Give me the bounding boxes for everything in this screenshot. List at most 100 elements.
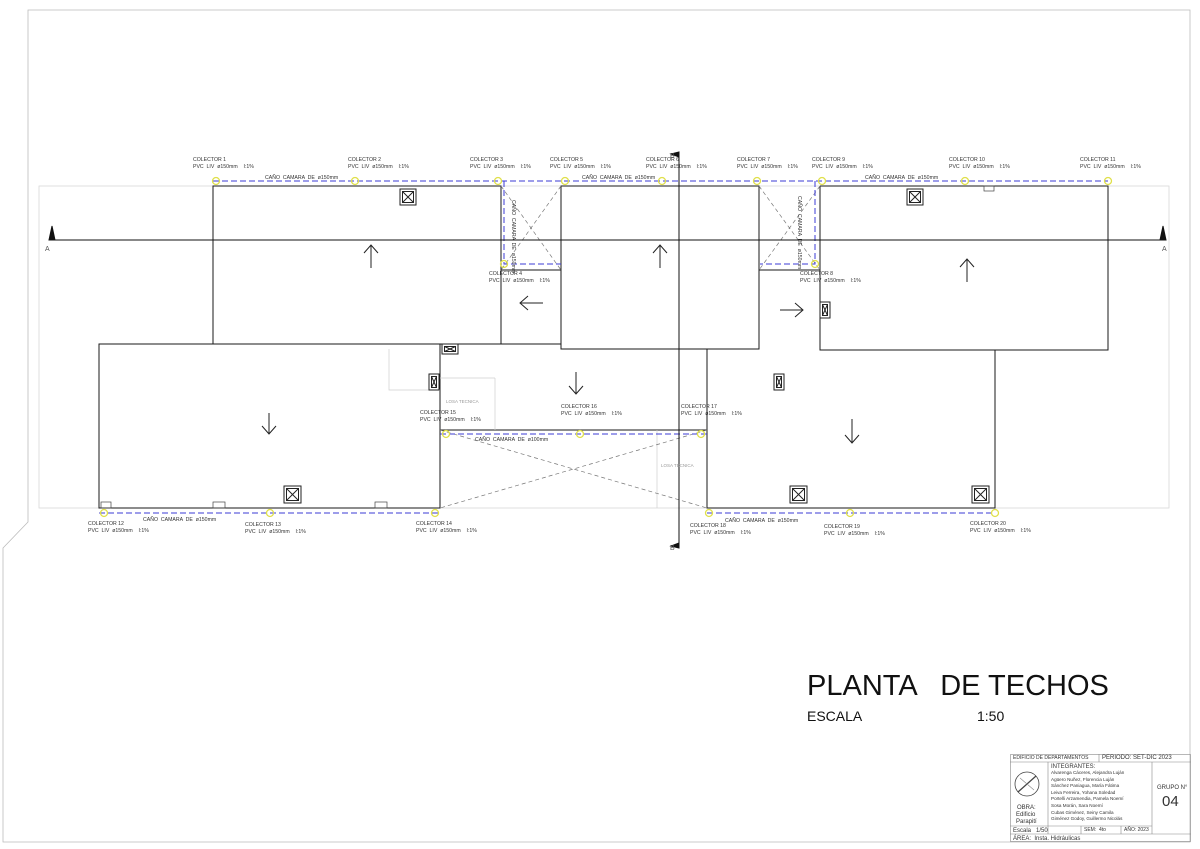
collector-label: COLECTOR 17 — [681, 404, 717, 410]
sheet-border — [2, 9, 1191, 843]
collector-point — [350, 176, 360, 186]
collector-point — [1103, 176, 1113, 186]
collector-spec: PVC LIV ø150mm I:1% — [88, 528, 149, 534]
gutter-pipes — [99, 180, 1108, 514]
collector-label: COLECTOR 5 — [550, 157, 583, 163]
drain-box-icon — [906, 188, 924, 206]
pipe-label: CAÑO CAMARA DE ø150mm — [143, 516, 216, 523]
collector-spec: PVC LIV ø150mm I:1% — [737, 164, 798, 170]
collector-spec: PVC LIV ø150mm I:1% — [824, 531, 885, 537]
collector-point — [265, 508, 275, 518]
collector-point — [845, 508, 855, 518]
collector-label: COLECTOR 8 — [800, 271, 833, 277]
losa-outlines — [388, 349, 658, 508]
member-name: Alvarenga Cáceres, Alejandra Luján — [1051, 770, 1125, 775]
collector-point — [441, 429, 451, 439]
pipe-label: CAÑO CAMARA DE ø150mm — [582, 174, 655, 181]
collector-spec: PVC LIV ø150mm I:1% — [245, 529, 306, 535]
collector-point — [493, 176, 503, 186]
collector-point — [211, 176, 221, 186]
semester: SEM: 4to — [1084, 827, 1106, 833]
escala: Escala 1/50 — [1013, 828, 1048, 834]
collector-point — [704, 508, 714, 518]
section-letter: A — [45, 246, 50, 253]
collector-point — [696, 429, 706, 439]
collector-label: COLECTOR 15 — [420, 410, 456, 416]
collector-label: COLECTOR 4 — [489, 271, 522, 277]
section-lines — [48, 151, 1167, 549]
collector-label: COLECTOR 16 — [561, 404, 597, 410]
collector-label: COLECTOR 13 — [245, 522, 281, 528]
logo-icon — [1014, 771, 1040, 797]
collector-spec: PVC LIV ø150mm I:1% — [193, 164, 254, 170]
collector-label: COLECTOR 10 — [949, 157, 985, 163]
obra-label: OBRA: — [1017, 805, 1036, 811]
section-letter: B — [670, 545, 675, 552]
collector-spec: PVC LIV ø150mm I:1% — [1080, 164, 1141, 170]
member-name: Giménez Godoy, Guillermo Nicolás — [1051, 816, 1123, 822]
member-name: Leiva Ferreira, Yohana Soledad — [1051, 789, 1116, 795]
group-label: GRUPO N° — [1157, 785, 1188, 791]
collector-label: COLECTOR 12 — [88, 521, 124, 527]
area: ÁREA: Insta. Hidráulicas — [1013, 836, 1081, 842]
drain-box-icon — [773, 373, 785, 391]
members-heading: INTEGRANTES: — [1051, 764, 1096, 770]
title-block-grid — [1010, 754, 1191, 842]
collector-label: COLECTOR 7 — [737, 157, 770, 163]
member-name: Sosa Morán, Sara Noemí — [1051, 803, 1103, 808]
collector-label: COLECTOR 19 — [824, 524, 860, 530]
collector-spec: PVC LIV ø150mm I:1% — [489, 278, 550, 284]
collector-point — [99, 508, 109, 518]
collector-spec: PVC LIV ø150mm I:1% — [646, 164, 707, 170]
scale-value: 1:50 — [977, 708, 1005, 724]
scale-label: ESCALA — [807, 708, 863, 724]
collector-spec: PVC LIV ø150mm I:1% — [812, 164, 873, 170]
collector-point — [430, 508, 440, 518]
group-number: 04 — [1162, 793, 1179, 810]
drain-box-icon — [819, 301, 831, 319]
collector-label: COLECTOR 11 — [1080, 157, 1116, 163]
drain-boxes — [283, 188, 990, 504]
collector-spec: PVC LIV ø150mm I:1% — [416, 528, 477, 534]
collector-point — [810, 259, 820, 269]
collector-label: COLECTOR 18 — [690, 523, 726, 529]
pipe-label: CAÑO CAMARA DE ø150mm — [796, 196, 803, 269]
collector-spec: PVC LIV ø150mm I:1% — [970, 528, 1031, 534]
collector-point — [575, 429, 585, 439]
collector-spec: PVC LIV ø150mm I:1% — [800, 278, 861, 284]
title-block: EDIFICIO DE DEPARTAMENTOS PERIODO: SET-D… — [1010, 754, 1191, 842]
collector-label: COLECTOR 3 — [470, 157, 503, 163]
member-name: Sánchez Paniagua, María Fátima — [1051, 783, 1120, 789]
drain-box-icon — [428, 373, 440, 391]
pipe-label: CAÑO CAMARA DE ø100mm — [475, 436, 548, 443]
drain-box-icon — [399, 188, 417, 206]
collector-label: COLECTOR 9 — [812, 157, 845, 163]
collector-spec: PVC LIV ø150mm I:1% — [550, 164, 611, 170]
period: PERIODO: SET-DIC 2023 — [1102, 755, 1172, 761]
slope-diagonals — [439, 185, 821, 509]
collector-points — [99, 176, 1113, 518]
collector-spec: PVC LIV ø150mm I:1% — [681, 411, 742, 417]
obra-line-1: Edificio — [1016, 812, 1036, 818]
member-name: Cubas Giménez, Seiny Camila — [1051, 809, 1114, 815]
drain-box-icon — [441, 343, 459, 355]
member-name: Portelli Arzamendia, Pamela Noemí — [1051, 796, 1124, 802]
collector-point — [752, 176, 762, 186]
year: AÑO: 2023 — [1124, 827, 1149, 833]
pipe-label: CAÑO CAMARA DE ø150mm — [510, 200, 517, 273]
losa-tecnica-label: LOSA TECNICA — [446, 399, 479, 404]
collector-label: COLECTOR 6 — [646, 157, 679, 163]
collector-label: COLECTOR 20 — [970, 521, 1006, 527]
collector-spec: PVC LIV ø150mm I:1% — [561, 411, 622, 417]
collector-point — [960, 176, 970, 186]
collector-spec: PVC LIV ø150mm I:1% — [949, 164, 1010, 170]
section-letter: B — [670, 153, 675, 160]
collector-point — [990, 508, 1000, 518]
site-outline — [38, 185, 1170, 509]
collector-point — [817, 176, 827, 186]
pipe-label: CAÑO CAMARA DE ø150mm — [725, 517, 798, 524]
pipe-label: CAÑO CAMARA DE ø150mm — [865, 174, 938, 181]
drain-box-icon — [789, 485, 808, 504]
